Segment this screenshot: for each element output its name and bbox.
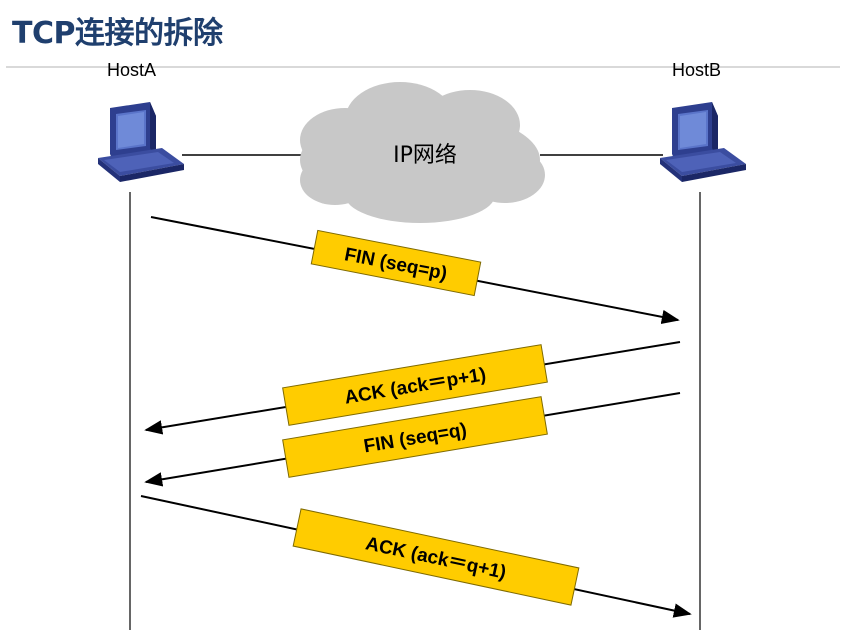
host-a-computer-icon xyxy=(98,102,184,182)
message-ack-q: ACK (ack＝q+1) xyxy=(140,495,692,618)
host-b-computer-icon xyxy=(660,102,746,182)
message-label-box xyxy=(282,344,548,426)
message-fin-q: FIN (seq=q) xyxy=(144,392,681,487)
message-fin-p: FIN (seq=p) xyxy=(150,216,680,324)
message-label-box xyxy=(292,508,580,606)
title-divider xyxy=(6,66,840,68)
network-label: IP网络 xyxy=(393,143,457,168)
message-label-box xyxy=(310,229,482,297)
message-label-box xyxy=(282,396,548,478)
message-ack-p: ACK (ack＝p+1) xyxy=(144,341,681,435)
host-a-label: HostA xyxy=(107,60,157,80)
page-title: TCP连接的拆除 xyxy=(12,16,223,51)
host-b-label: HostB xyxy=(672,60,722,80)
cloud-icon xyxy=(300,82,545,223)
